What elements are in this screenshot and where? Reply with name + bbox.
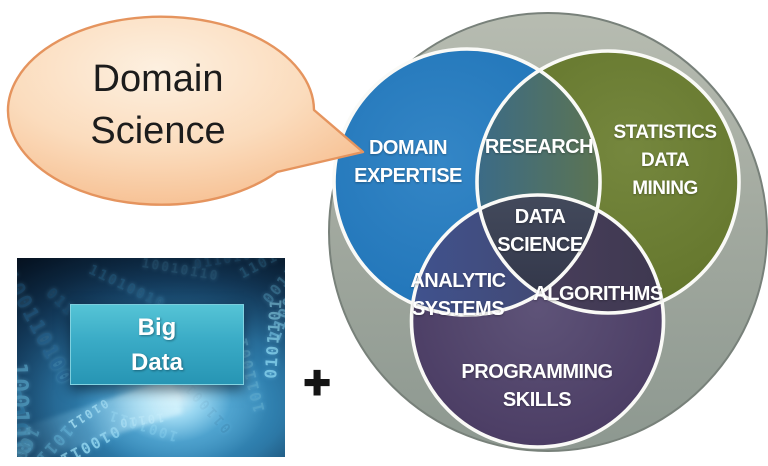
label-algorithms: ALGORITHMS xyxy=(533,283,663,305)
speech-bubble-text: Domain Science xyxy=(90,58,226,152)
label-data-science: DATA SCIENCE xyxy=(497,206,583,256)
speech-bubble xyxy=(6,15,365,206)
big-data-label: Big Data xyxy=(130,313,184,376)
label-domain-expertise: DOMAIN EXPERTISE xyxy=(354,137,462,187)
label-research: RESEARCH xyxy=(484,136,594,158)
data-science-center-region xyxy=(479,194,598,294)
programming-circle-outline xyxy=(409,193,666,449)
label-programming-skills: PROGRAMMING SKILLS xyxy=(461,361,613,411)
label-statistics-data-mining: STATISTICS DATA MINING xyxy=(613,122,717,199)
domain-circle-outline xyxy=(332,47,602,317)
label-analytic-systems: ANALYTIC SYSTEMS xyxy=(410,270,506,320)
plus-sign: + xyxy=(303,356,332,408)
big-data-image: 1001101000110010011100110100110100111001… xyxy=(17,258,285,457)
big-data-box: Big Data xyxy=(70,304,244,385)
statistics-circle-outline xyxy=(475,49,741,315)
